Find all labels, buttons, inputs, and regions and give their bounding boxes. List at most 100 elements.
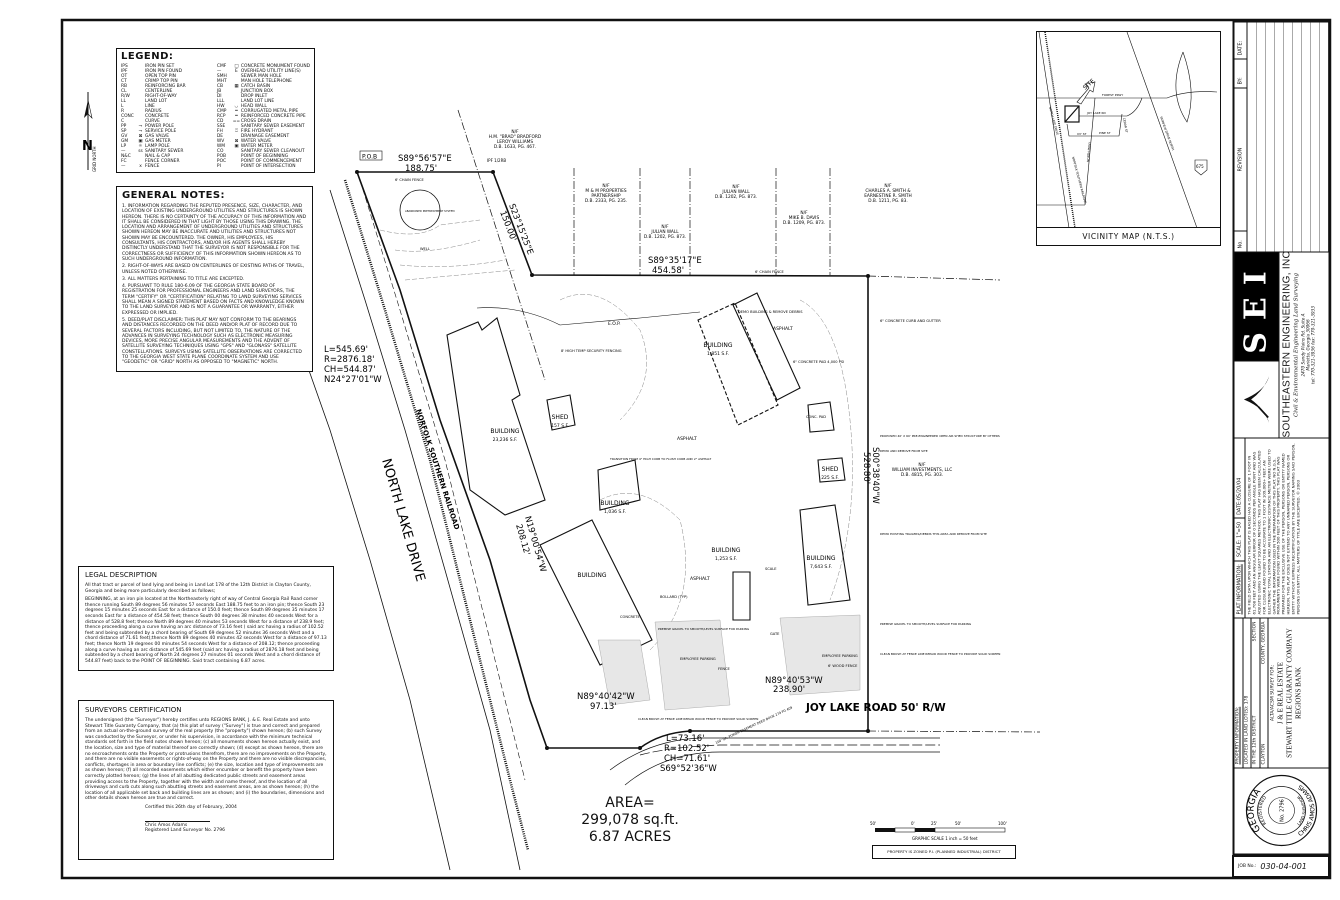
legal-description-box: LEGAL DESCRIPTION All that tract or parc…: [78, 566, 334, 672]
title-block: GEORGIA CHRIS AMOS ADAMS REGISTERED LAND…: [1232, 20, 1330, 855]
legend-abbr: CMF: [216, 64, 227, 69]
note-well: WELL: [420, 247, 430, 251]
legend-abbr: —: [121, 164, 126, 169]
legend-item: SP⊸SERVICE POLE: [121, 129, 214, 134]
note-fence: FENCE: [718, 667, 731, 671]
legend-meaning: CROSS DRAIN: [240, 119, 272, 124]
road-fairview: FAIRVIEW DRIVE NORTH: [1159, 116, 1175, 151]
legend-symbol-icon: ⊸: [138, 124, 143, 129]
note-asphalt-2: ASPHALT: [677, 436, 697, 442]
road-north-lake: NORTH LAKE DRIVE: [1048, 106, 1059, 135]
road-cedar: CEDAR ST: [1122, 117, 1129, 133]
note-gravel-2: PREMISE GRAVEL TO SMOOTH/LEVEL SURFACE F…: [880, 622, 972, 626]
legend-symbol-icon: ☼: [138, 144, 143, 149]
legend-meaning: CENTERLINE: [145, 89, 173, 94]
conc-pad: [807, 401, 835, 433]
svg-text:No. 2796: No. 2796: [1279, 799, 1285, 822]
vicinity-map-caption: VICINITY MAP (N.T.S.): [1037, 227, 1220, 245]
svg-text:SHED: SHED: [822, 466, 839, 473]
note-conc-pad: CONC. PAD: [806, 415, 826, 419]
legend-meaning: CONCRETE: [145, 114, 170, 119]
legend-item: HW◡HEAD WALL: [217, 104, 310, 109]
legend-item: GV⊠GAS VALVE: [121, 134, 214, 139]
vicinity-map-drawing: SITE FOREST PKWY JOY LAKE RD IVY ST PINE…: [1037, 32, 1218, 228]
county: CLAYTON: [1260, 743, 1266, 764]
legal-description-intro: All that tract or parcel of land lying a…: [85, 583, 311, 594]
distance-north-1: 188.75': [405, 164, 437, 174]
svg-text:JULIAN WALL: JULIAN WALL: [650, 229, 679, 235]
note-5: 5. Deed/plat disclaimer: This plat may n…: [122, 317, 302, 366]
legend-title: LEGEND:: [121, 51, 174, 62]
note-employee-2: EMPLOYEE PARKING: [822, 654, 858, 658]
note-security: 8' HIGH TEMP SECURITY FENCING: [561, 349, 622, 353]
distance-north-3: 454.58': [652, 266, 684, 276]
legend-item: LP☼LAMP POLE: [121, 144, 214, 149]
svg-text:D.B. 1211, PG. 83.: D.B. 1211, PG. 83.: [868, 198, 908, 204]
svg-text:157 S.F.: 157 S.F.: [551, 423, 569, 429]
note-concrete: CONCRETE: [620, 615, 640, 619]
road-north-pkwy: NORTH PKWY: [1086, 142, 1092, 162]
legend-abbr: CONC: [121, 114, 134, 119]
revision-date-header: DATE:: [1237, 40, 1243, 55]
bearing-north-1: S89°56'57"E: [398, 154, 452, 164]
company-section: SEI SOUTHEASTERN ENGINEERING, INC. Civil…: [1234, 251, 1328, 437]
legend-symbol-icon: ⊠: [234, 139, 239, 144]
company-address-2: Marietta, Georgia 30066: [1305, 318, 1311, 371]
legend-symbol-icon: ss: [138, 149, 143, 154]
surveyor-certification-box: SURVEYORS CERTIFICATION The undersigned …: [78, 700, 334, 860]
legend-abbr: OT: [121, 74, 128, 79]
sheet-border: [60, 18, 1332, 880]
legend-meaning: POWER POLE: [145, 124, 174, 129]
note-shed-new: PROPOSED 40' X 60' PRE-ENGINEERED OPEN A…: [880, 434, 1000, 438]
note-power-easement: 100' GA. POWER EASEMENT DEED BOOK 279 PG…: [715, 706, 793, 745]
legend-meaning: SEWER MAN HOLE: [240, 74, 282, 79]
edge-of-pavement: [476, 307, 701, 326]
svg-text:BUILDING: BUILDING: [490, 428, 519, 435]
shed-157: [546, 394, 576, 431]
svg-text:N/F: N/F: [602, 183, 610, 189]
surveyor-name: Chris Amos Adams: [145, 820, 210, 829]
svg-text:JULIAN WALL: JULIAN WALL: [721, 189, 750, 195]
gravel-areas: [597, 614, 861, 711]
legend-item: RCP═REINFORCED CONCRETE PIPE: [217, 114, 310, 119]
legend-symbol-icon: E: [235, 69, 238, 74]
svg-text:REGISTERED: REGISTERED: [1257, 794, 1268, 826]
legend-abbr: SSE: [216, 124, 226, 129]
svg-text:N/F: N/F: [800, 210, 808, 216]
legend-item: CMP═CORRUGATED METAL PIPE: [217, 109, 310, 114]
company-logo-icon: [1234, 360, 1278, 437]
area-label: AREA=: [605, 795, 655, 811]
building-1036: [597, 459, 641, 511]
certification-title: SURVEYORS CERTIFICATION: [85, 706, 182, 714]
ipf-label: IPF 1/2RB: [487, 158, 506, 163]
buildings: [446, 292, 851, 666]
distance-south-1: 238.90': [773, 685, 805, 695]
svg-text:D.B. 2333, PG. 235.: D.B. 2333, PG. 235.: [585, 198, 627, 204]
certification-date: Certified this 26th day of February, 200…: [145, 804, 237, 810]
svg-text:M & M PROPERTIES: M & M PROPERTIES: [585, 188, 626, 194]
legend-meaning: CONCRETE MONUMENT FOUND: [240, 64, 310, 69]
railroad: [343, 179, 530, 851]
legend-meaning: IRON PIN SET: [145, 64, 175, 69]
legend-meaning: FENCE CORNER: [145, 159, 180, 164]
bearing-east: S00°38'40"W: [870, 447, 880, 504]
curve2-bearing: S69°52'36"W: [660, 764, 717, 774]
client-1: J & E REAL ESTATE: [1276, 661, 1284, 724]
company-initials: SEI: [1234, 252, 1278, 360]
legal-description-body: BEGINNING, at an iron pin located at the…: [85, 597, 327, 664]
svg-text:CHARLES A. SMITH &: CHARLES A. SMITH &: [865, 188, 911, 194]
surveyor-registration: Registered Land Surveyor No. 2796: [145, 828, 225, 834]
vicinity-map: SITE FOREST PKWY JOY LAKE RD IVY ST PINE…: [1036, 31, 1221, 246]
svg-text:N/F: N/F: [884, 183, 892, 189]
